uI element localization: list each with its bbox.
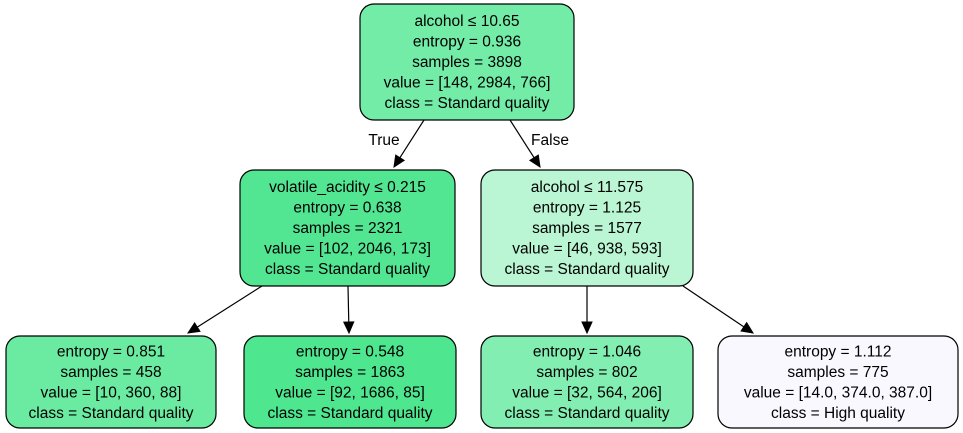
node-line: class = High quality — [771, 405, 905, 422]
node-line: samples = 2321 — [293, 220, 403, 237]
edge-right-to-right-right — [682, 285, 745, 328]
node-line: value = [46, 938, 593] — [512, 241, 662, 258]
node-line: samples = 1863 — [295, 364, 405, 381]
node-line: value = [148, 2984, 766] — [384, 75, 551, 92]
node-line: value = [14.0, 374.0, 387.0] — [744, 384, 932, 401]
node-line: entropy = 0.548 — [296, 343, 404, 360]
node-box — [480, 169, 694, 287]
node-line: value = [102, 2046, 173] — [264, 241, 431, 258]
node-line: entropy = 1.112 — [784, 343, 891, 360]
node-line: value = [10, 360, 88] — [41, 384, 182, 401]
node-line: volatile_acidity ≤ 0.215 — [269, 179, 426, 196]
node-line: entropy = 1.125 — [533, 200, 641, 217]
node-line: entropy = 0.851 — [57, 343, 165, 360]
node-box — [243, 335, 457, 429]
tree-node-right-right: entropy = 1.112 samples = 775 value = [14.… — [717, 335, 959, 429]
node-box — [717, 335, 959, 429]
arrow-head-left-to-left-left — [186, 321, 201, 334]
edge-left-to-left-left — [196, 285, 263, 328]
node-line: samples = 775 — [787, 364, 888, 381]
arrow-head-right-to-right-left — [581, 321, 593, 335]
tree-node-left: volatile_acidity ≤ 0.215 entropy = 0.638 s… — [239, 169, 456, 287]
tree-node-left-right: entropy = 0.548 samples = 1863 value = [92… — [243, 335, 457, 429]
node-line: samples = 458 — [60, 364, 161, 381]
node-line: value = [32, 564, 206] — [512, 384, 662, 401]
arrow-head-root-to-left — [393, 154, 406, 169]
node-line: value = [92, 1686, 85] — [275, 384, 425, 401]
edge-root-to-left — [399, 119, 425, 159]
node-line: class = Standard quality — [505, 261, 670, 278]
tree-node-root: alcohol ≤ 10.65 entropy = 0.936 samples = … — [359, 3, 575, 121]
arrow-head-right-to-right-right — [740, 321, 755, 334]
node-line: class = Standard quality — [385, 95, 550, 112]
edge-label-false: False — [531, 132, 569, 149]
node-line: class = Standard quality — [265, 261, 430, 278]
node-line: samples = 3898 — [412, 54, 522, 71]
node-box — [5, 335, 217, 429]
node-line: samples = 1577 — [532, 220, 642, 237]
node-line: class = Standard quality — [505, 405, 670, 422]
tree-node-right-left: entropy = 1.046 samples = 802 value = [32,… — [480, 335, 694, 429]
node-box — [480, 335, 694, 429]
node-line: class = Standard quality — [29, 405, 194, 422]
node-box — [359, 3, 575, 121]
edge-left-to-left-right — [347, 285, 350, 323]
tree-node-right: alcohol ≤ 11.575 entropy = 1.125 samples =… — [480, 169, 694, 287]
node-box — [239, 169, 456, 287]
node-line: entropy = 1.046 — [533, 343, 641, 360]
node-line: entropy = 0.638 — [293, 200, 401, 217]
node-line: class = Standard quality — [268, 405, 433, 422]
node-line: alcohol ≤ 10.65 — [414, 13, 519, 30]
node-line: alcohol ≤ 11.575 — [531, 179, 644, 196]
edge-root-to-right — [509, 119, 535, 159]
node-line: entropy = 0.936 — [413, 34, 521, 51]
edges-layer: True False — [186, 119, 755, 335]
node-line: samples = 802 — [536, 364, 637, 381]
arrow-head-left-to-left-right — [342, 321, 355, 335]
edge-label-true: True — [368, 132, 399, 149]
nodes-layer: alcohol ≤ 10.65 entropy = 0.936 samples = … — [5, 3, 959, 429]
tree-node-left-left: entropy = 0.851 samples = 458 value = [10,… — [5, 335, 217, 429]
arrow-head-root-to-right — [528, 154, 541, 169]
